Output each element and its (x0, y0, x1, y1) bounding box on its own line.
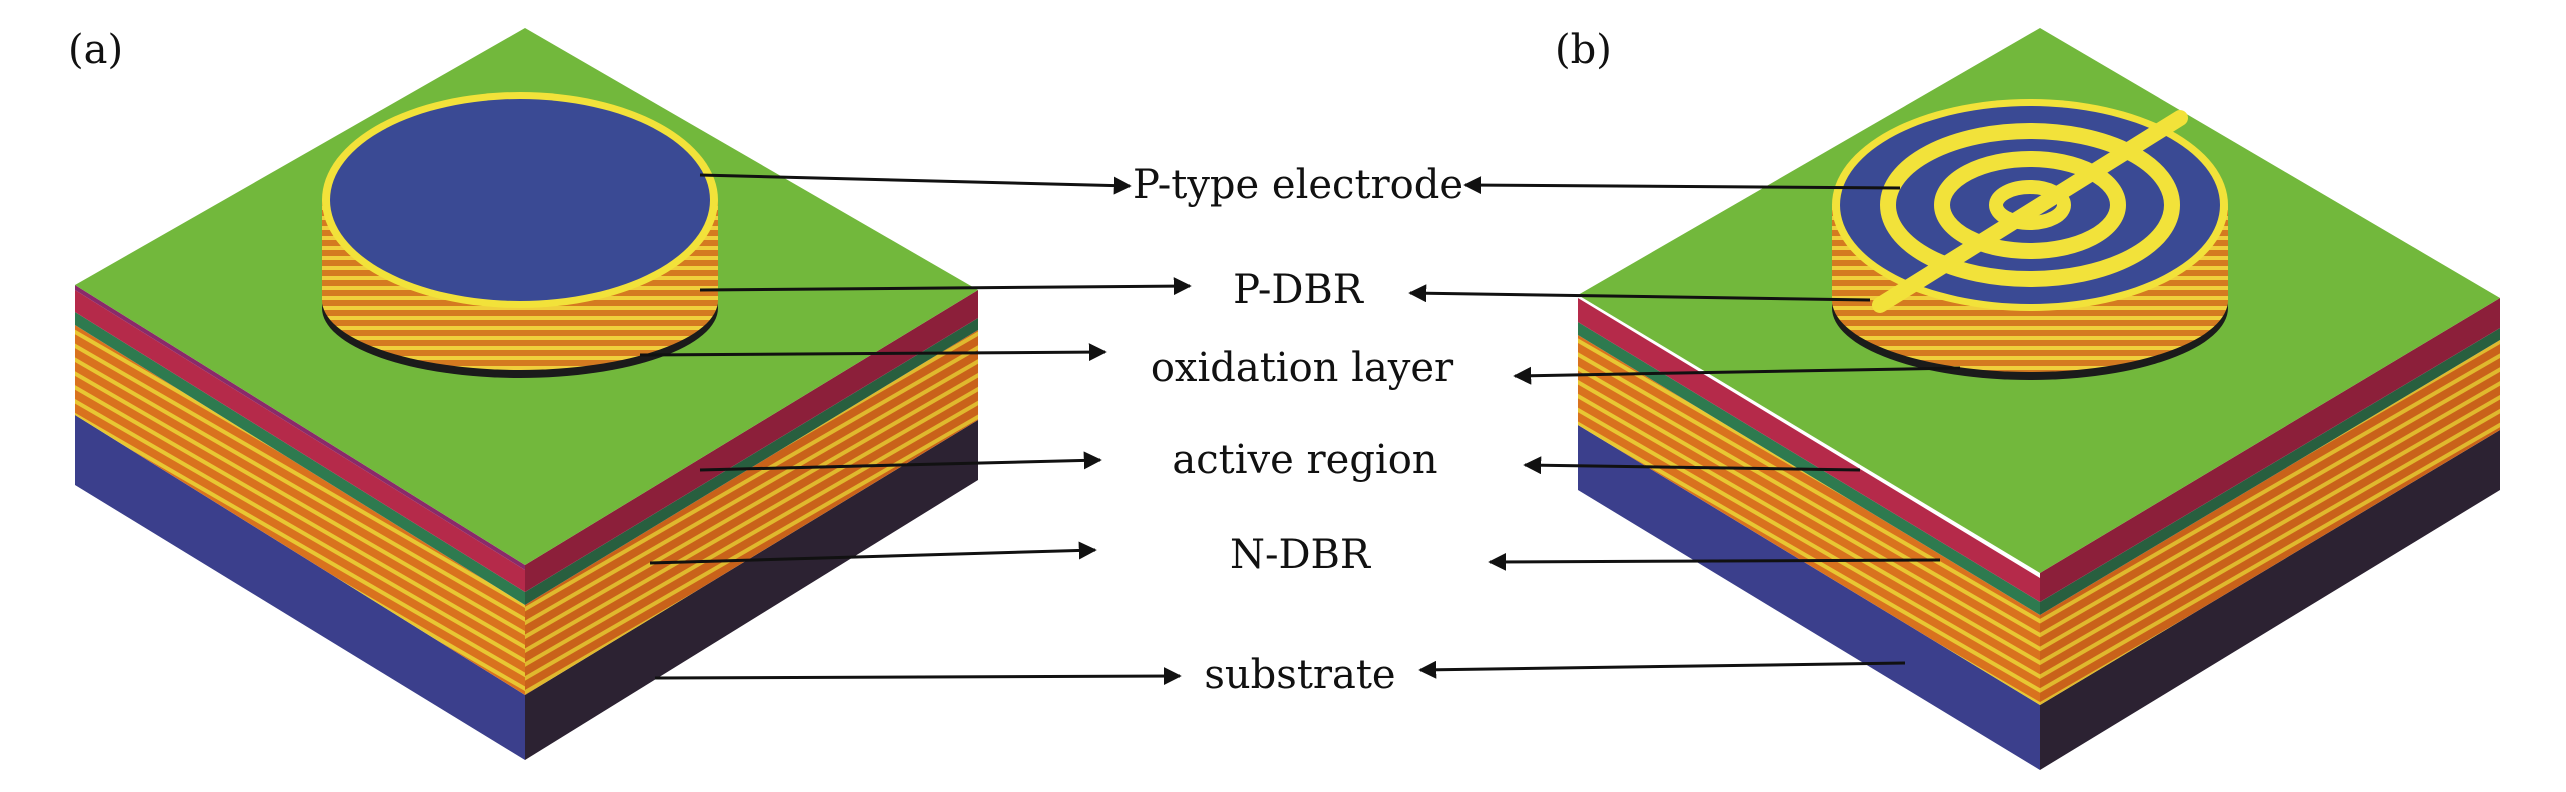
panel-label-a: (a) (68, 27, 124, 73)
panel-b-device (1578, 28, 2500, 770)
layer-label-substrate: substrate (1204, 652, 1396, 698)
layer-label-p-dbr: P-DBR (1233, 267, 1363, 313)
arrow-a-active-region (699, 451, 1102, 472)
arrow-a-substrate (654, 667, 1182, 686)
panel-a-electrode-disc (330, 99, 710, 301)
panel-b-right-substrate (2040, 430, 2500, 770)
arrow-a-p-type-electrode (699, 173, 1132, 195)
arrow-b-n-dbr (1488, 552, 1941, 571)
layer-label-oxidation-layer: oxidation layer (1150, 345, 1454, 391)
panel-b-ring-outer (1880, 123, 2180, 287)
panel-label-b: (b) (1555, 27, 1612, 73)
panel-b-left-substrate (1578, 425, 2040, 770)
arrow-b-p-dbr (1408, 284, 1871, 303)
arrows-left (639, 173, 1192, 686)
panel-b-left-n-dbr (1578, 335, 2040, 705)
arrow-a-oxidation-layer (639, 343, 1107, 362)
arrow-b-oxidation-layer (1513, 366, 1961, 385)
arrow-a-p-dbr (699, 277, 1192, 296)
arrow-a-n-dbr (649, 541, 1097, 565)
arrows-right (1408, 176, 1961, 679)
panel-a-right-substrate (525, 420, 978, 760)
layer-label-n-dbr: N-DBR (1229, 532, 1371, 578)
panel-a-right-active (525, 318, 978, 605)
panel-b-right-oxidation (2040, 298, 2500, 602)
panel-a-left-oxidation (75, 290, 525, 592)
panel-a-right-oxidation (525, 290, 978, 592)
arrow-b-p-type-electrode (1463, 176, 1901, 195)
arrow-b-active-region (1523, 456, 1861, 475)
panel-b-ring-middle (1934, 151, 2126, 259)
arrow-b-substrate (1418, 660, 1906, 679)
panel-a-left-active (75, 312, 525, 605)
panel-b-right-n-dbr (2040, 340, 2500, 705)
panel-a-left-p-dbr (75, 285, 525, 570)
panel-b-right-active (2040, 328, 2500, 615)
panel-a-device (75, 28, 978, 760)
layer-label-active-region: active region (1172, 437, 1438, 483)
panel-a-right-n-dbr (525, 330, 978, 695)
panel-a-left-n-dbr (75, 325, 525, 695)
panel-b-ring-inner (1989, 180, 2071, 230)
layer-label-p-type-electrode: P-type electrode (1133, 162, 1463, 208)
panel-b-crossbar (1872, 110, 2188, 313)
panel-a-left-substrate (75, 415, 525, 760)
